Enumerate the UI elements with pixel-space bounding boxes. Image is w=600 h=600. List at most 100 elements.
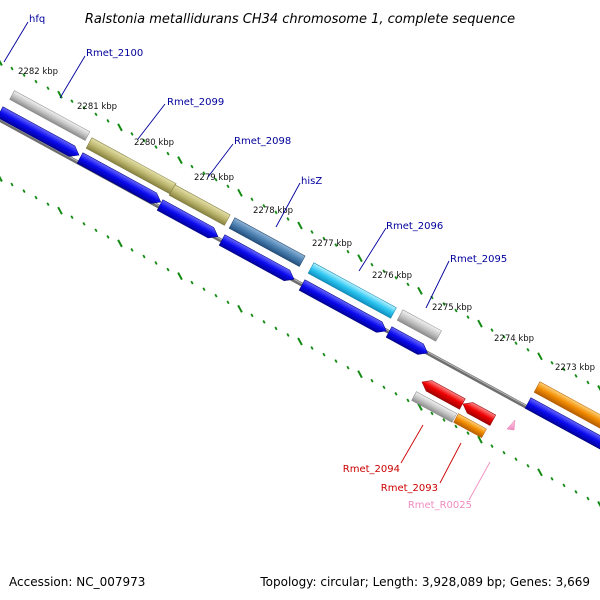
scale-tick	[502, 334, 506, 339]
scale-tick	[10, 182, 14, 187]
scale-tick	[442, 418, 446, 422]
gene-label-rmet2093[interactable]: Rmet_2093	[381, 483, 438, 494]
gene-bar-rmet2094[interactable]	[411, 391, 458, 423]
scale-tick	[286, 333, 290, 337]
scale-tick	[106, 235, 110, 239]
scale-tick	[310, 230, 314, 234]
scale-tick	[46, 86, 50, 91]
label-leaders	[3, 21, 491, 501]
topology-text: Topology: circular; Length: 3,928,089 bp…	[259, 575, 590, 589]
scale-tick	[94, 112, 98, 117]
scale-tick	[477, 435, 483, 444]
gene-label-rmetR0025[interactable]: Rmet_R0025	[408, 500, 472, 511]
scale-tick	[586, 496, 590, 501]
scale-tick	[466, 315, 470, 319]
gene-label-rmet2096[interactable]: Rmet_2096	[386, 221, 443, 232]
cds-arrow[interactable]	[156, 199, 221, 242]
gene-label-hisz[interactable]: hisZ	[301, 176, 322, 187]
scale-tick	[574, 490, 578, 494]
scale-tick	[82, 221, 86, 226]
scale-label: 2277 kbp	[312, 239, 352, 249]
scale-tick	[0, 59, 3, 66]
scale-label: 2275 kbp	[432, 303, 472, 313]
scale-tick	[106, 119, 110, 123]
rna-marker[interactable]	[506, 419, 516, 431]
cds-arrow-reverse[interactable]	[460, 399, 497, 426]
scale-tick	[202, 171, 206, 176]
gene-label-rmet2094[interactable]: Rmet_2094	[343, 464, 400, 475]
scale-tick	[10, 66, 14, 71]
scale-tick	[334, 359, 338, 363]
cds-arrow[interactable]	[385, 326, 430, 359]
scale-label: 2273 kbp	[555, 363, 595, 373]
scale-tick	[237, 188, 243, 197]
scale-tick	[537, 352, 543, 361]
scale-tick	[142, 138, 146, 143]
scale-label: 2276 kbp	[372, 271, 412, 281]
scale-tick	[297, 337, 303, 346]
scale-tick	[117, 123, 123, 132]
scale-tick	[466, 431, 470, 435]
scale-tick	[597, 385, 600, 392]
scale-tick	[537, 468, 543, 477]
cds-arrow-reverse[interactable]	[419, 377, 466, 410]
scale-tick	[46, 202, 50, 207]
gene-bar-hisz[interactable]	[228, 217, 306, 267]
scale-tick	[166, 267, 170, 272]
cds-arrow[interactable]	[298, 279, 389, 336]
scale-tick	[526, 463, 530, 468]
scale-tick	[34, 79, 38, 84]
scale-tick	[237, 304, 243, 313]
scale-tick	[406, 398, 410, 403]
gene-labels: hfq Rmet_2100 Rmet_2099 Rmet_2098 hisZ R…	[29, 14, 507, 511]
gene-label-rmet2095[interactable]: Rmet_2095	[450, 254, 507, 265]
scale-tick	[177, 156, 183, 165]
scale-tick	[154, 145, 158, 149]
scale-tick	[574, 374, 578, 378]
scale-tick	[154, 261, 158, 265]
scale-tick	[454, 424, 458, 429]
scale-label: 2274 kbp	[494, 334, 534, 344]
scale-tick	[57, 90, 63, 99]
scale-tick	[22, 73, 26, 77]
scale-tick	[357, 254, 363, 263]
cds-arrow[interactable]	[0, 106, 82, 161]
gene-label-rmet2099[interactable]: Rmet_2099	[167, 97, 224, 108]
scale-tick	[526, 347, 530, 352]
gene-label-rmet2098[interactable]: Rmet_2098	[234, 136, 291, 147]
gene-label-hfq[interactable]: hfq	[29, 14, 45, 25]
scale-tick	[406, 282, 410, 287]
cds-arrows-forward	[0, 106, 600, 455]
scale-tick	[514, 341, 518, 346]
scale-tick	[297, 221, 303, 230]
cds-arrow[interactable]	[524, 397, 600, 455]
scale-tick	[166, 151, 170, 156]
scale-tick	[417, 286, 423, 295]
scale-tick	[382, 385, 386, 390]
cds-arrow[interactable]	[218, 234, 297, 285]
scale-tick	[454, 308, 458, 313]
scale-tick	[274, 210, 278, 215]
scale-tick	[562, 367, 566, 372]
scale-tick	[394, 275, 398, 280]
gene-bar-hfq[interactable]	[9, 90, 91, 141]
scale-tick	[214, 177, 218, 182]
gene-bar-rmet2093[interactable]	[453, 413, 487, 439]
gene-bar-rmet2096[interactable]	[307, 262, 397, 319]
gene-bar-right-edge[interactable]	[533, 381, 600, 436]
scale-tick	[214, 293, 218, 298]
scale-tick	[130, 132, 134, 136]
scale-tick	[70, 215, 74, 220]
gene-bar-rmet2095[interactable]	[396, 309, 442, 342]
cds-arrow[interactable]	[76, 152, 164, 208]
scale-tick	[442, 302, 446, 306]
scale-tick	[490, 444, 494, 448]
scale-tick	[94, 228, 98, 233]
scale-tick	[586, 380, 590, 385]
inner-scale-ticks	[0, 175, 600, 508]
gene-bar-rmet2098[interactable]	[168, 184, 231, 226]
gene-label-rmet2100[interactable]: Rmet_2100	[86, 48, 143, 59]
scale-tick	[226, 300, 230, 305]
scale-tick	[57, 206, 63, 215]
